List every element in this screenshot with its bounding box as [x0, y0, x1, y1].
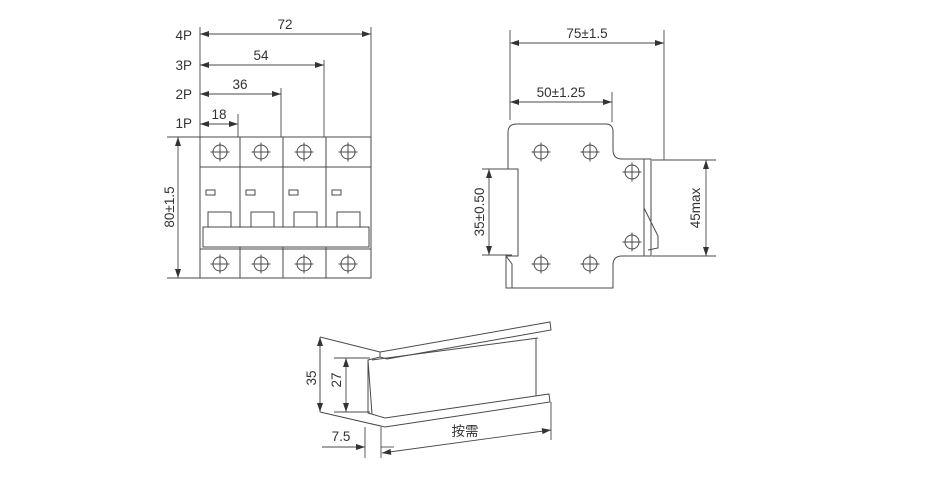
pole-label-2p: 2P: [175, 87, 192, 102]
side-screw-icon: [531, 142, 551, 162]
rail-flange-label: 7.5: [332, 429, 351, 444]
max-height-label: 45max: [688, 187, 703, 228]
side-screw-icon: [580, 254, 600, 274]
breaker-body: [199, 136, 372, 279]
dim-line-max-height: [703, 160, 709, 256]
pole-label-3p: 3P: [175, 58, 192, 73]
mount-height-label: 35±0.50: [472, 188, 487, 237]
side-body-outline: [505, 123, 652, 289]
pole-label-1p: 1P: [175, 116, 192, 131]
dim-line-height: [175, 137, 181, 278]
dim-line-rail-7-5: [322, 444, 394, 450]
side-screw-icon: [622, 232, 642, 252]
dim-line-rail-27: [343, 358, 349, 412]
height-label: 80±1.5: [162, 186, 177, 227]
terminal-screw-icon: [251, 142, 271, 162]
pole-label-4p: 4P: [175, 28, 192, 43]
rail-height-27-label: 27: [329, 372, 344, 387]
side-view: 75±1.5 50±1.25 35±0.50: [472, 26, 716, 289]
terminal-screw-icon: [210, 254, 230, 274]
rail-outline: [319, 321, 552, 428]
rail-height-35-label: 35: [304, 370, 319, 385]
width-label-18: 18: [211, 107, 226, 122]
dim-line-2p: [200, 91, 281, 97]
terminal-screw-icon: [338, 254, 358, 274]
rail-length-label: 按需: [452, 424, 479, 439]
din-rail: 35 27 7.5 按需: [304, 321, 552, 458]
side-screw-icon: [531, 254, 551, 274]
width-label-36: 36: [232, 77, 247, 92]
dim-line-inner-width: [510, 99, 612, 105]
width-label-54: 54: [253, 48, 269, 63]
dim-line-rail-35: [317, 337, 323, 412]
side-screw-icon: [580, 142, 600, 162]
terminal-screw-icon: [210, 142, 230, 162]
overall-width-label: 75±1.5: [566, 26, 607, 41]
terminal-screw-icon: [294, 142, 314, 162]
dim-line-1p: [200, 121, 238, 127]
dim-line-3p: [200, 62, 324, 68]
dim-line-rail-length: [381, 428, 552, 455]
terminal-screw-icon: [338, 142, 358, 162]
dim-line-mount-height: [486, 169, 492, 255]
inner-width-label: 50±1.25: [537, 85, 586, 100]
terminal-screw-icon: [294, 254, 314, 274]
front-view: 4P 3P 2P 1P 72 54 36 18: [162, 17, 372, 279]
terminal-screw-icon: [251, 254, 271, 274]
width-label-72: 72: [277, 17, 292, 32]
dim-line-overall-width: [510, 40, 664, 46]
side-screw-icon: [622, 162, 642, 182]
dim-line-4p: [200, 31, 371, 37]
